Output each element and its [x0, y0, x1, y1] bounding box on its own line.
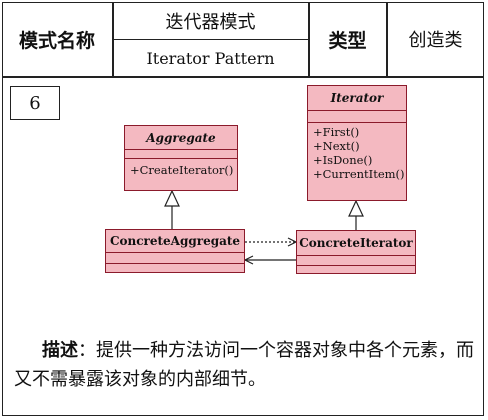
class-concrete-iterator: ConcreteIterator [296, 230, 416, 274]
association-arrow-left [243, 255, 254, 265]
type-value: 创造类 [408, 30, 463, 51]
description-text: ：提供一种方法访问一个容器对象中各个元素，而又不需暴露该对象的内部细节。 [14, 340, 474, 390]
class-iterator-name: Iterator [330, 91, 384, 105]
pattern-name-cn: 迭代器模式 [165, 12, 256, 33]
diagram-number: 6 [10, 86, 60, 120]
iterator-op-isdone: +IsDone() [313, 153, 373, 167]
class-concrete-iterator-name: ConcreteIterator [299, 236, 413, 250]
type-label: 类型 [328, 29, 367, 52]
class-aggregate: Aggregate +CreateIterator() [124, 125, 238, 191]
generalization-arrow-aggregate [164, 189, 180, 207]
generalization-arrow-iterator [348, 199, 364, 217]
iterator-op-currentitem: +CurrentItem() [313, 167, 405, 181]
header-divider-3 [386, 2, 388, 76]
class-iterator-ops: +First() +Next() +IsDone() +CurrentItem(… [308, 122, 406, 181]
description: 描述：提供一种方法访问一个容器对象中各个元素，而又不需暴露该对象的内部细节。 [14, 336, 474, 394]
class-aggregate-op: +CreateIterator() [125, 158, 237, 183]
class-concrete-aggregate-name: ConcreteAggregate [109, 234, 241, 248]
pattern-name-en: Iterator Pattern [146, 48, 275, 68]
name-cell-divider [112, 39, 308, 41]
description-label: 描述 [42, 340, 78, 361]
class-iterator: Iterator +First() +Next() +IsDone() +Cur… [307, 85, 407, 201]
mode-name-label: 模式名称 [18, 29, 95, 52]
iterator-op-next: +Next() [313, 139, 360, 153]
header-bottom-divider [2, 76, 484, 78]
class-concrete-aggregate: ConcreteAggregate [105, 229, 245, 273]
iterator-op-first: +First() [313, 125, 360, 139]
pattern-card [2, 2, 484, 416]
class-aggregate-name: Aggregate [146, 130, 216, 145]
header-divider-2 [308, 2, 310, 76]
